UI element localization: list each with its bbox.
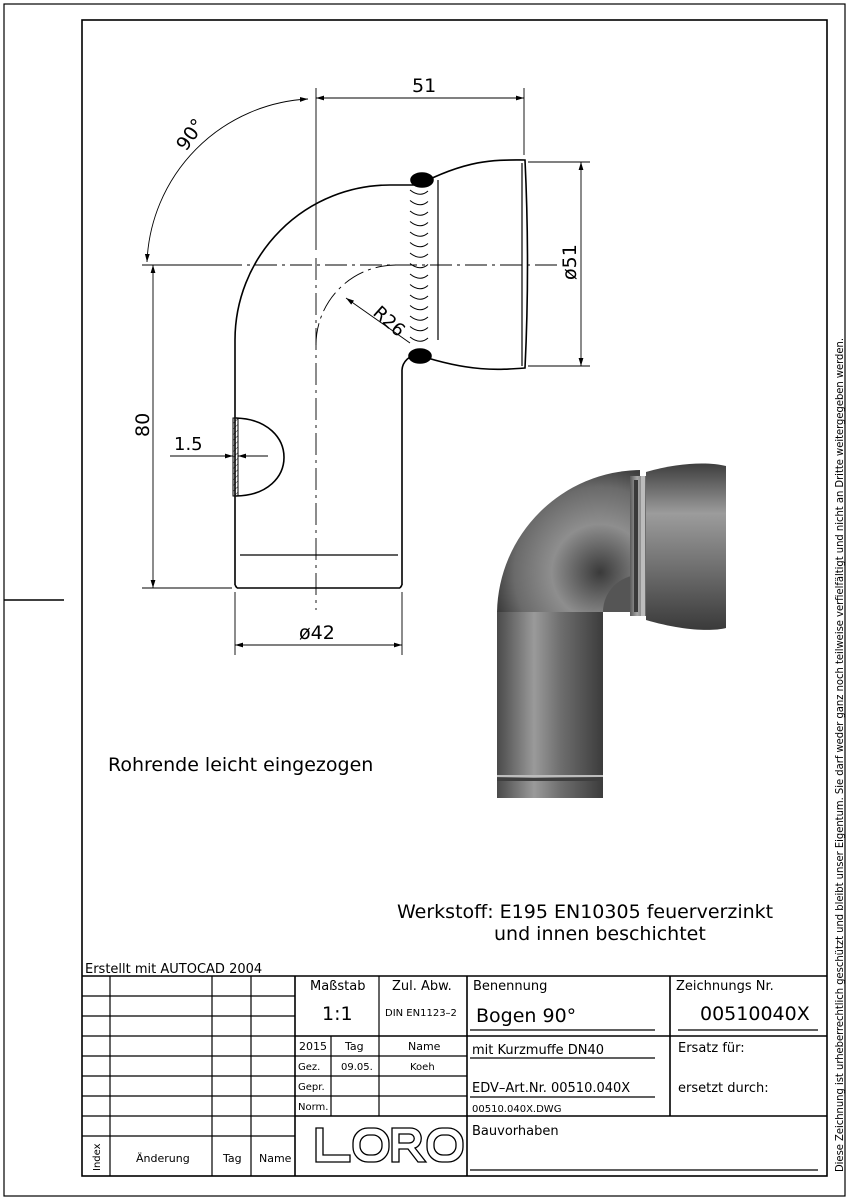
material-line-2: und innen beschichtet: [494, 923, 706, 945]
subtitle-text: mit Kurzmuffe DN40: [472, 1043, 604, 1058]
seal-hatch-mark: [409, 210, 429, 216]
copyright-notice: Diese Zeichnung ist urheberrechtlich ges…: [834, 338, 846, 1172]
dim-angle-text: 90°: [172, 115, 209, 155]
seal-hatch-mark: [409, 336, 429, 342]
seal-hatch-mark: [409, 242, 429, 248]
revision-change-label: Änderung: [136, 1152, 190, 1165]
seal-hatch-mark: [409, 305, 429, 311]
seal-hatch-mark: [409, 315, 429, 321]
seal-hatch-mark: [409, 189, 429, 195]
seal-hatch-mark: [409, 252, 429, 258]
dim-inner-diameter-text: ø42: [299, 622, 335, 644]
seal-hatch-mark: [409, 263, 429, 269]
replaced-by-label: ersetzt durch:: [678, 1081, 769, 1096]
designation-label: Benennung: [473, 979, 547, 994]
drawing-number-value: 00510040X: [700, 1003, 810, 1025]
inner-frame: [81, 19, 828, 1177]
drawn-date: 09.05.: [341, 1062, 373, 1073]
seal-hatch-mark: [409, 284, 429, 290]
revision-index-label: Index: [92, 1143, 103, 1171]
created-with-text: Erstellt mit AUTOCAD 2004: [85, 962, 262, 977]
revision-name-label: Name: [259, 1152, 292, 1165]
designation-value: Bogen 90°: [476, 1005, 576, 1027]
checked-label: Gepr.: [298, 1082, 325, 1093]
dim-radius-text: R26: [369, 302, 409, 341]
loro-logo: [315, 1127, 464, 1163]
tolerance-value: DIN EN1123–2: [385, 1008, 457, 1019]
day-label: Tag: [344, 1040, 364, 1053]
drawn-label: Gez.: [298, 1062, 320, 1073]
seal-hatch-mark: [409, 200, 429, 206]
drawing-number-label: Zeichnungs Nr.: [676, 979, 774, 994]
year-text: 2015: [299, 1040, 327, 1053]
dim-wall-text: 1.5: [174, 434, 203, 455]
name-label: Name: [408, 1040, 441, 1053]
scale-value: 1:1: [322, 1003, 353, 1025]
drawn-name: Koeh: [410, 1062, 435, 1073]
pipe-bend-drawing: [232, 159, 529, 589]
dim-width-text: 51: [412, 75, 436, 97]
seal-hatch-mark: [409, 231, 429, 237]
scale-label: Maßstab: [310, 979, 365, 994]
drawing-note: Rohrende leicht eingezogen: [108, 754, 373, 776]
dim-outer-diameter-text: ø51: [559, 244, 581, 280]
seal-hatch-mark: [409, 273, 429, 279]
file-name-text: 00510.040X.DWG: [472, 1104, 561, 1115]
seal-hatching: [409, 189, 429, 342]
dimension-lines: [142, 88, 590, 655]
dim-height-text: 80: [132, 413, 154, 437]
title-block-grid: [82, 975, 827, 1176]
material-line-1: Werkstoff: E195 EN10305 feuerverzinkt: [397, 901, 773, 923]
tolerance-label: Zul. Abw.: [392, 979, 452, 994]
project-label: Bauvorhaben: [472, 1124, 559, 1139]
replacement-for-label: Ersatz für:: [678, 1041, 745, 1056]
center-lines: [150, 258, 560, 610]
norm-label: Norm.: [298, 1102, 328, 1113]
revision-day-label: Tag: [222, 1152, 242, 1165]
seal-hatch-mark: [409, 326, 429, 332]
seal-hatch-mark: [409, 294, 429, 300]
seal-hatch-mark: [409, 221, 429, 227]
pipe-3d-rendering: [497, 463, 726, 798]
edv-number-text: EDV–Art.Nr. 00510.040X: [472, 1081, 630, 1096]
